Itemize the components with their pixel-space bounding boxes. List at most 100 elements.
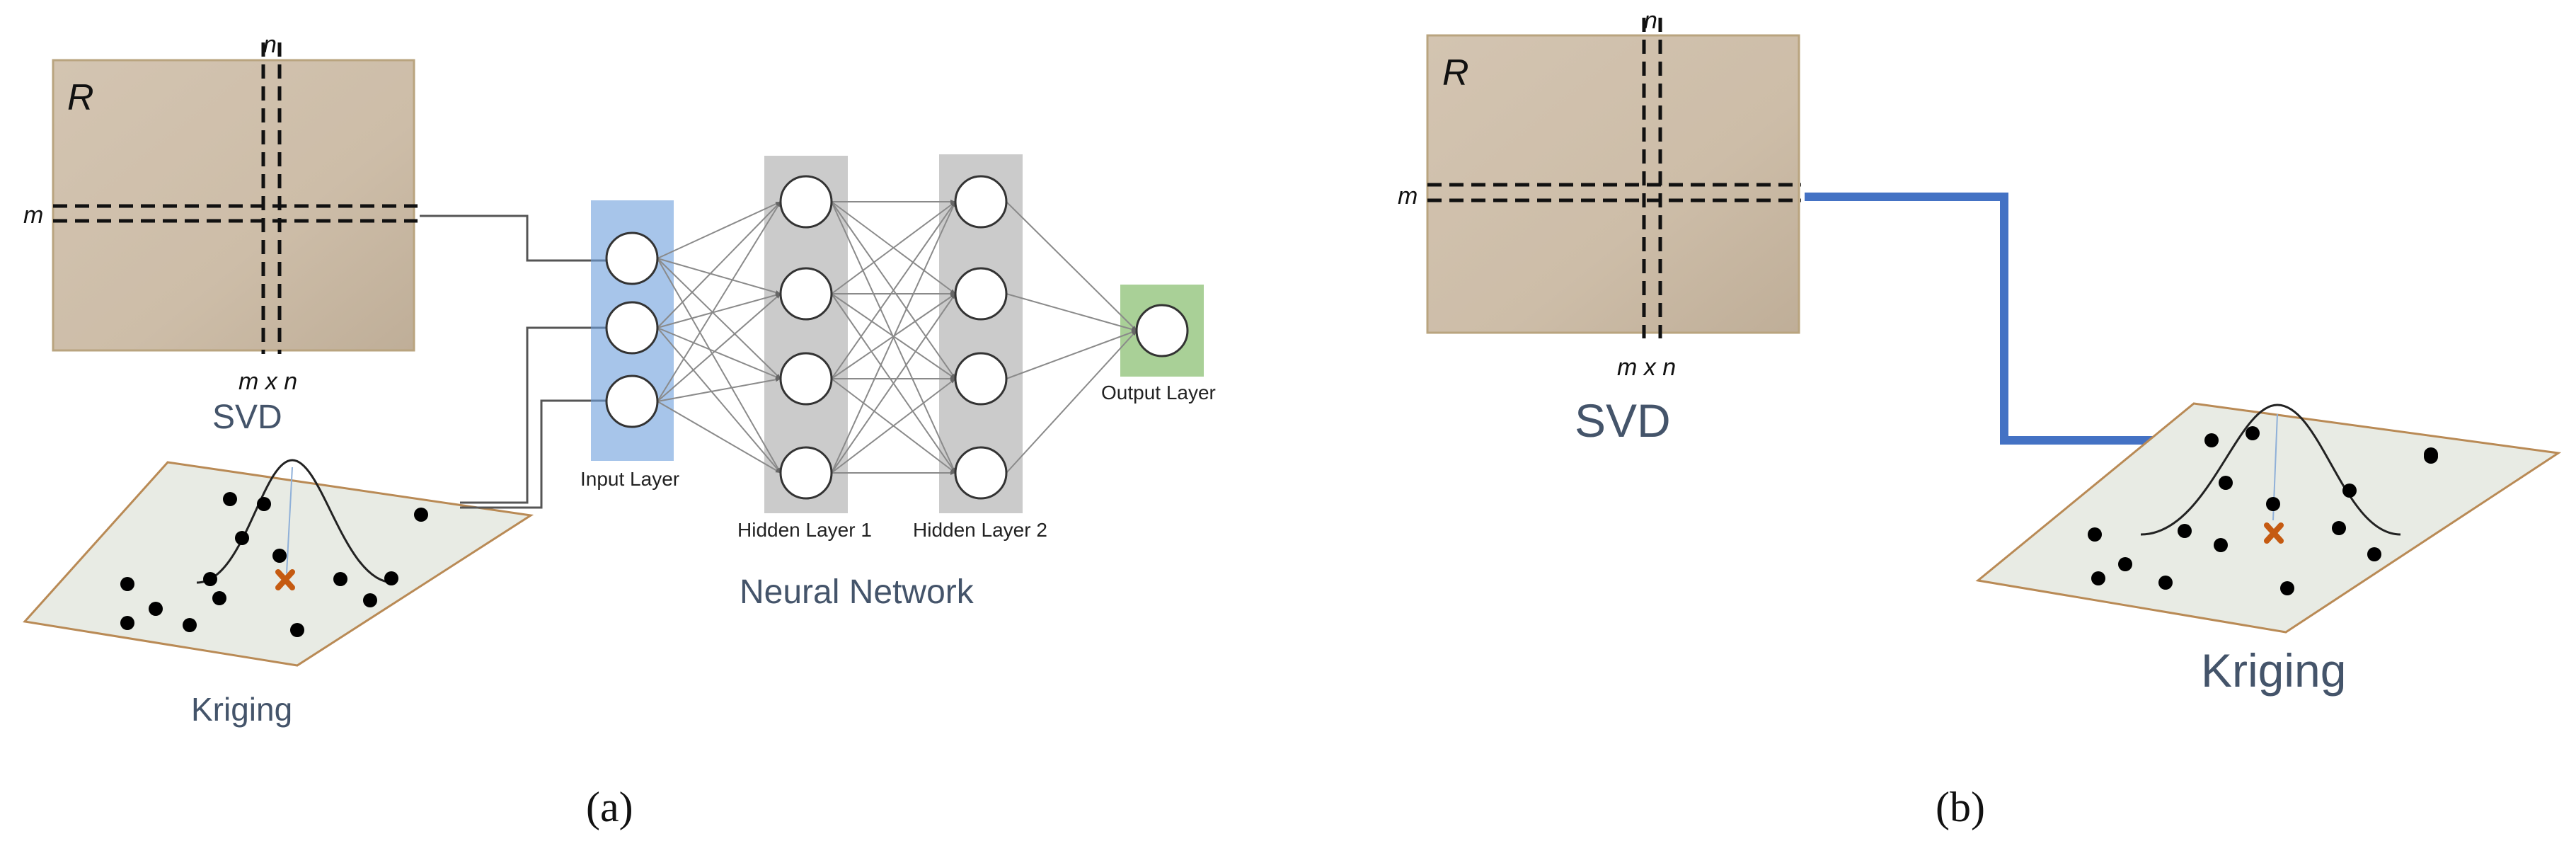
svd-to-input-connector	[420, 214, 631, 263]
svd-label: SVD	[1575, 394, 1671, 447]
sample-point	[235, 531, 249, 545]
network-edge	[1006, 201, 1137, 331]
network-edge	[657, 258, 781, 379]
matrix-dims: m x n	[238, 368, 297, 395]
sample-point	[2088, 527, 2102, 542]
variogram-drop	[286, 467, 293, 574]
matrix-name: R	[1442, 52, 1469, 93]
network-edge	[657, 201, 781, 259]
sample-point	[149, 602, 163, 616]
matrix-row-label: m	[1398, 183, 1418, 210]
network-node	[954, 175, 1008, 229]
sample-point	[2367, 547, 2381, 561]
svd-label: SVD	[212, 399, 282, 436]
network-edge	[657, 292, 781, 328]
sample-point	[2214, 538, 2228, 552]
sample-point	[223, 492, 237, 506]
sample-point	[2158, 576, 2173, 590]
sample-point	[120, 577, 134, 591]
estimate-marker-b	[2264, 522, 2284, 544]
network-edge	[657, 201, 781, 328]
caption-a: (a)	[586, 784, 633, 830]
network-edge	[657, 258, 781, 294]
panel-b: R n m m x n SVD Kriging (b)	[1398, 7, 2562, 830]
kriging-label: Kriging	[2201, 644, 2346, 697]
kriging-plane	[23, 461, 534, 667]
output-layer-label: Output Layer	[1101, 382, 1216, 404]
network-edge	[657, 377, 781, 402]
network-edge	[657, 401, 781, 474]
variogram-curve	[2140, 404, 2401, 536]
sample-point	[272, 549, 287, 563]
network-edge	[1006, 330, 1137, 474]
network-node	[1135, 304, 1189, 358]
matrix-col-label: n	[1644, 7, 1657, 34]
network-node	[954, 446, 1008, 500]
sample-point	[384, 571, 398, 585]
network-node	[779, 175, 833, 229]
network-title: Neural Network	[740, 573, 974, 611]
sample-point	[2178, 524, 2192, 538]
sample-point	[2118, 557, 2132, 571]
variogram-curve	[196, 459, 394, 584]
sample-points-b	[2088, 426, 2438, 595]
sample-point	[2246, 426, 2260, 440]
network-node	[605, 231, 659, 285]
network-edge	[657, 258, 781, 474]
sample-point	[290, 623, 304, 637]
kriging-a: Kriging	[23, 459, 534, 728]
network-node	[954, 352, 1008, 406]
network-edges	[657, 200, 1137, 475]
sample-point	[120, 616, 134, 630]
neural-network: Input Layer Hidden Layer 1 Hidden Layer …	[580, 154, 1216, 611]
sample-point	[2332, 521, 2346, 535]
network-edge	[657, 293, 781, 402]
sample-point	[257, 497, 271, 511]
sample-point	[2266, 497, 2280, 511]
connectors-a	[420, 214, 631, 509]
svd-to-kriging-arrow	[1805, 193, 2207, 456]
matrix-r-b: R n m m x n SVD	[1398, 7, 1801, 447]
kriging-b: Kriging	[1975, 402, 2562, 697]
network-edge	[1006, 293, 1137, 331]
sample-point	[414, 508, 428, 522]
network-edge	[831, 201, 956, 474]
sample-points-a	[120, 492, 428, 637]
sample-point	[2219, 476, 2233, 490]
network-node	[779, 446, 833, 500]
sample-point	[363, 593, 377, 607]
panel-a: R n m m x n SVD Kriging	[23, 31, 1216, 830]
matrix-row-label: m	[23, 202, 43, 229]
network-node	[605, 374, 659, 428]
estimate-marker-a	[275, 569, 295, 590]
kriging-to-input-connector-1	[460, 325, 631, 504]
network-edge	[657, 201, 781, 402]
sample-point	[2204, 433, 2219, 447]
sample-point	[2342, 484, 2357, 498]
caption-b: (b)	[1936, 784, 1985, 830]
kriging-to-input-connector-2	[460, 398, 631, 509]
network-edge	[1006, 330, 1137, 379]
network-edge	[657, 327, 781, 379]
network-edge	[831, 201, 956, 379]
input-layer-label: Input Layer	[580, 468, 679, 490]
sample-point	[203, 572, 217, 586]
kriging-plane	[1975, 402, 2562, 634]
matrix-name: R	[67, 77, 94, 118]
sample-point	[183, 618, 197, 632]
network-edge	[657, 327, 781, 474]
network-node	[605, 301, 659, 355]
network-node	[954, 267, 1008, 321]
network-edge	[831, 378, 956, 474]
network-node	[779, 352, 833, 406]
sample-point	[333, 572, 347, 586]
sample-point	[2091, 571, 2105, 585]
network-edge	[831, 293, 956, 474]
hidden-layer-1-label: Hidden Layer 1	[737, 519, 872, 541]
network-edge	[831, 201, 956, 294]
hidden-layer-2-label: Hidden Layer 2	[913, 519, 1047, 541]
network-nodes	[605, 175, 1189, 500]
sample-point	[2424, 450, 2438, 464]
